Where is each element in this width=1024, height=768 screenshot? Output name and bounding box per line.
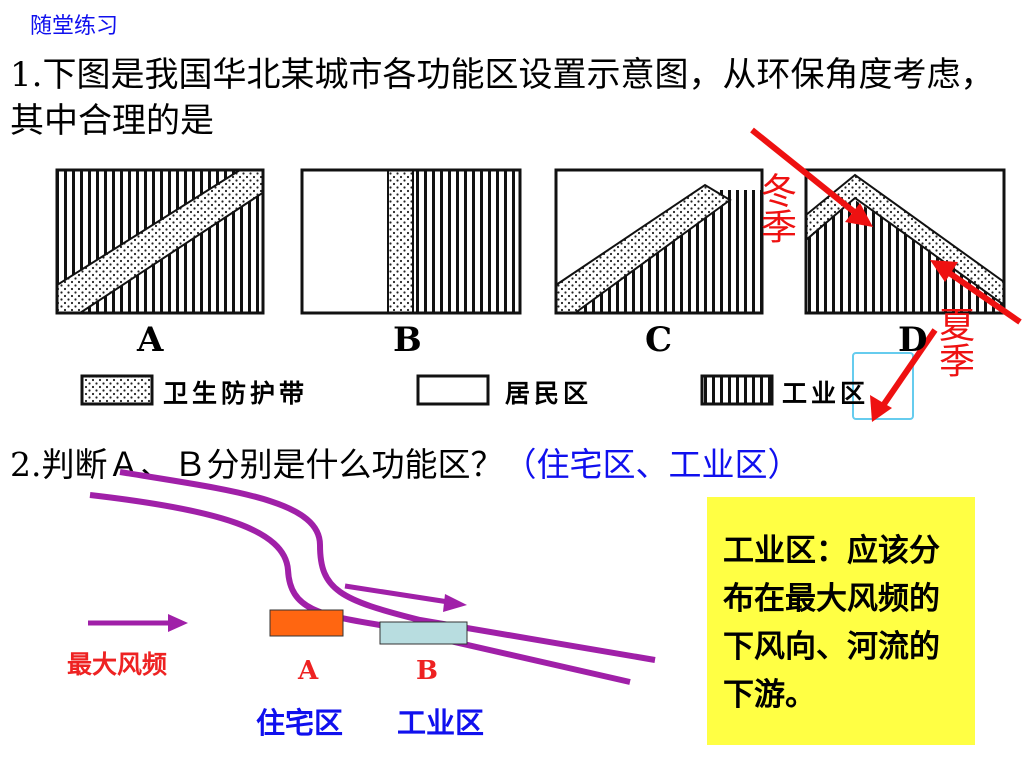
- diagram-b: [300, 168, 522, 315]
- answer-note: 工业区：应该分布在最大风频的下风向、河流的下游。: [707, 497, 975, 745]
- legend-swatch-buffer: [80, 374, 154, 406]
- diagram-label-a: A: [137, 320, 164, 360]
- river-bank-upper: [119, 469, 656, 663]
- winter-label: 冬季: [755, 172, 796, 244]
- block-a-label: A: [298, 656, 319, 686]
- highlight-box: [852, 352, 914, 420]
- diagram-label-c: C: [645, 320, 673, 360]
- legend-swatches: [80, 374, 774, 406]
- summer-wind-arrow: [930, 260, 1022, 325]
- diagram-c: [554, 168, 764, 315]
- wind-frequency-label: 最大风频: [67, 650, 168, 679]
- question-1-text: 1.下图是我国华北某城市各功能区设置示意图，从环保角度考虑，其中合理的是: [10, 55, 995, 141]
- downward-arrow: [870, 328, 938, 422]
- legend-label-residential: 居民区: [505, 379, 593, 408]
- legend-swatch-industrial: [700, 374, 774, 406]
- river-flow-arrow: [344, 583, 467, 612]
- winter-wind-arrow: [750, 127, 873, 227]
- section-header: 随堂练习: [30, 14, 119, 39]
- summer-label: 夏季: [933, 306, 974, 378]
- question-2: 2.判断Ａ、Ｂ分别是什么功能区？（住宅区、工业区）: [10, 438, 801, 486]
- block-b-label: B: [416, 656, 438, 686]
- question-2-answer: （住宅区、工业区）: [503, 445, 801, 484]
- zone-a-label: 住宅区: [256, 706, 344, 740]
- question-2-text: 2.判断Ａ、Ｂ分别是什么功能区？: [10, 445, 504, 484]
- wind-direction-arrow: [88, 614, 188, 632]
- legend-label-industrial: 工业区: [782, 379, 870, 408]
- block-b: [379, 621, 468, 645]
- diagram-a: [55, 168, 265, 315]
- legend-label-buffer: 卫生防护带: [163, 379, 309, 408]
- zone-b-label: 工业区: [397, 706, 485, 740]
- legend-swatch-residential: [416, 374, 490, 406]
- block-a: [269, 609, 344, 637]
- diagram-label-d: D: [898, 320, 928, 360]
- diagram-label-b: B: [393, 320, 422, 360]
- function-zone-diagrams: [55, 127, 1022, 422]
- river-map: [88, 469, 656, 685]
